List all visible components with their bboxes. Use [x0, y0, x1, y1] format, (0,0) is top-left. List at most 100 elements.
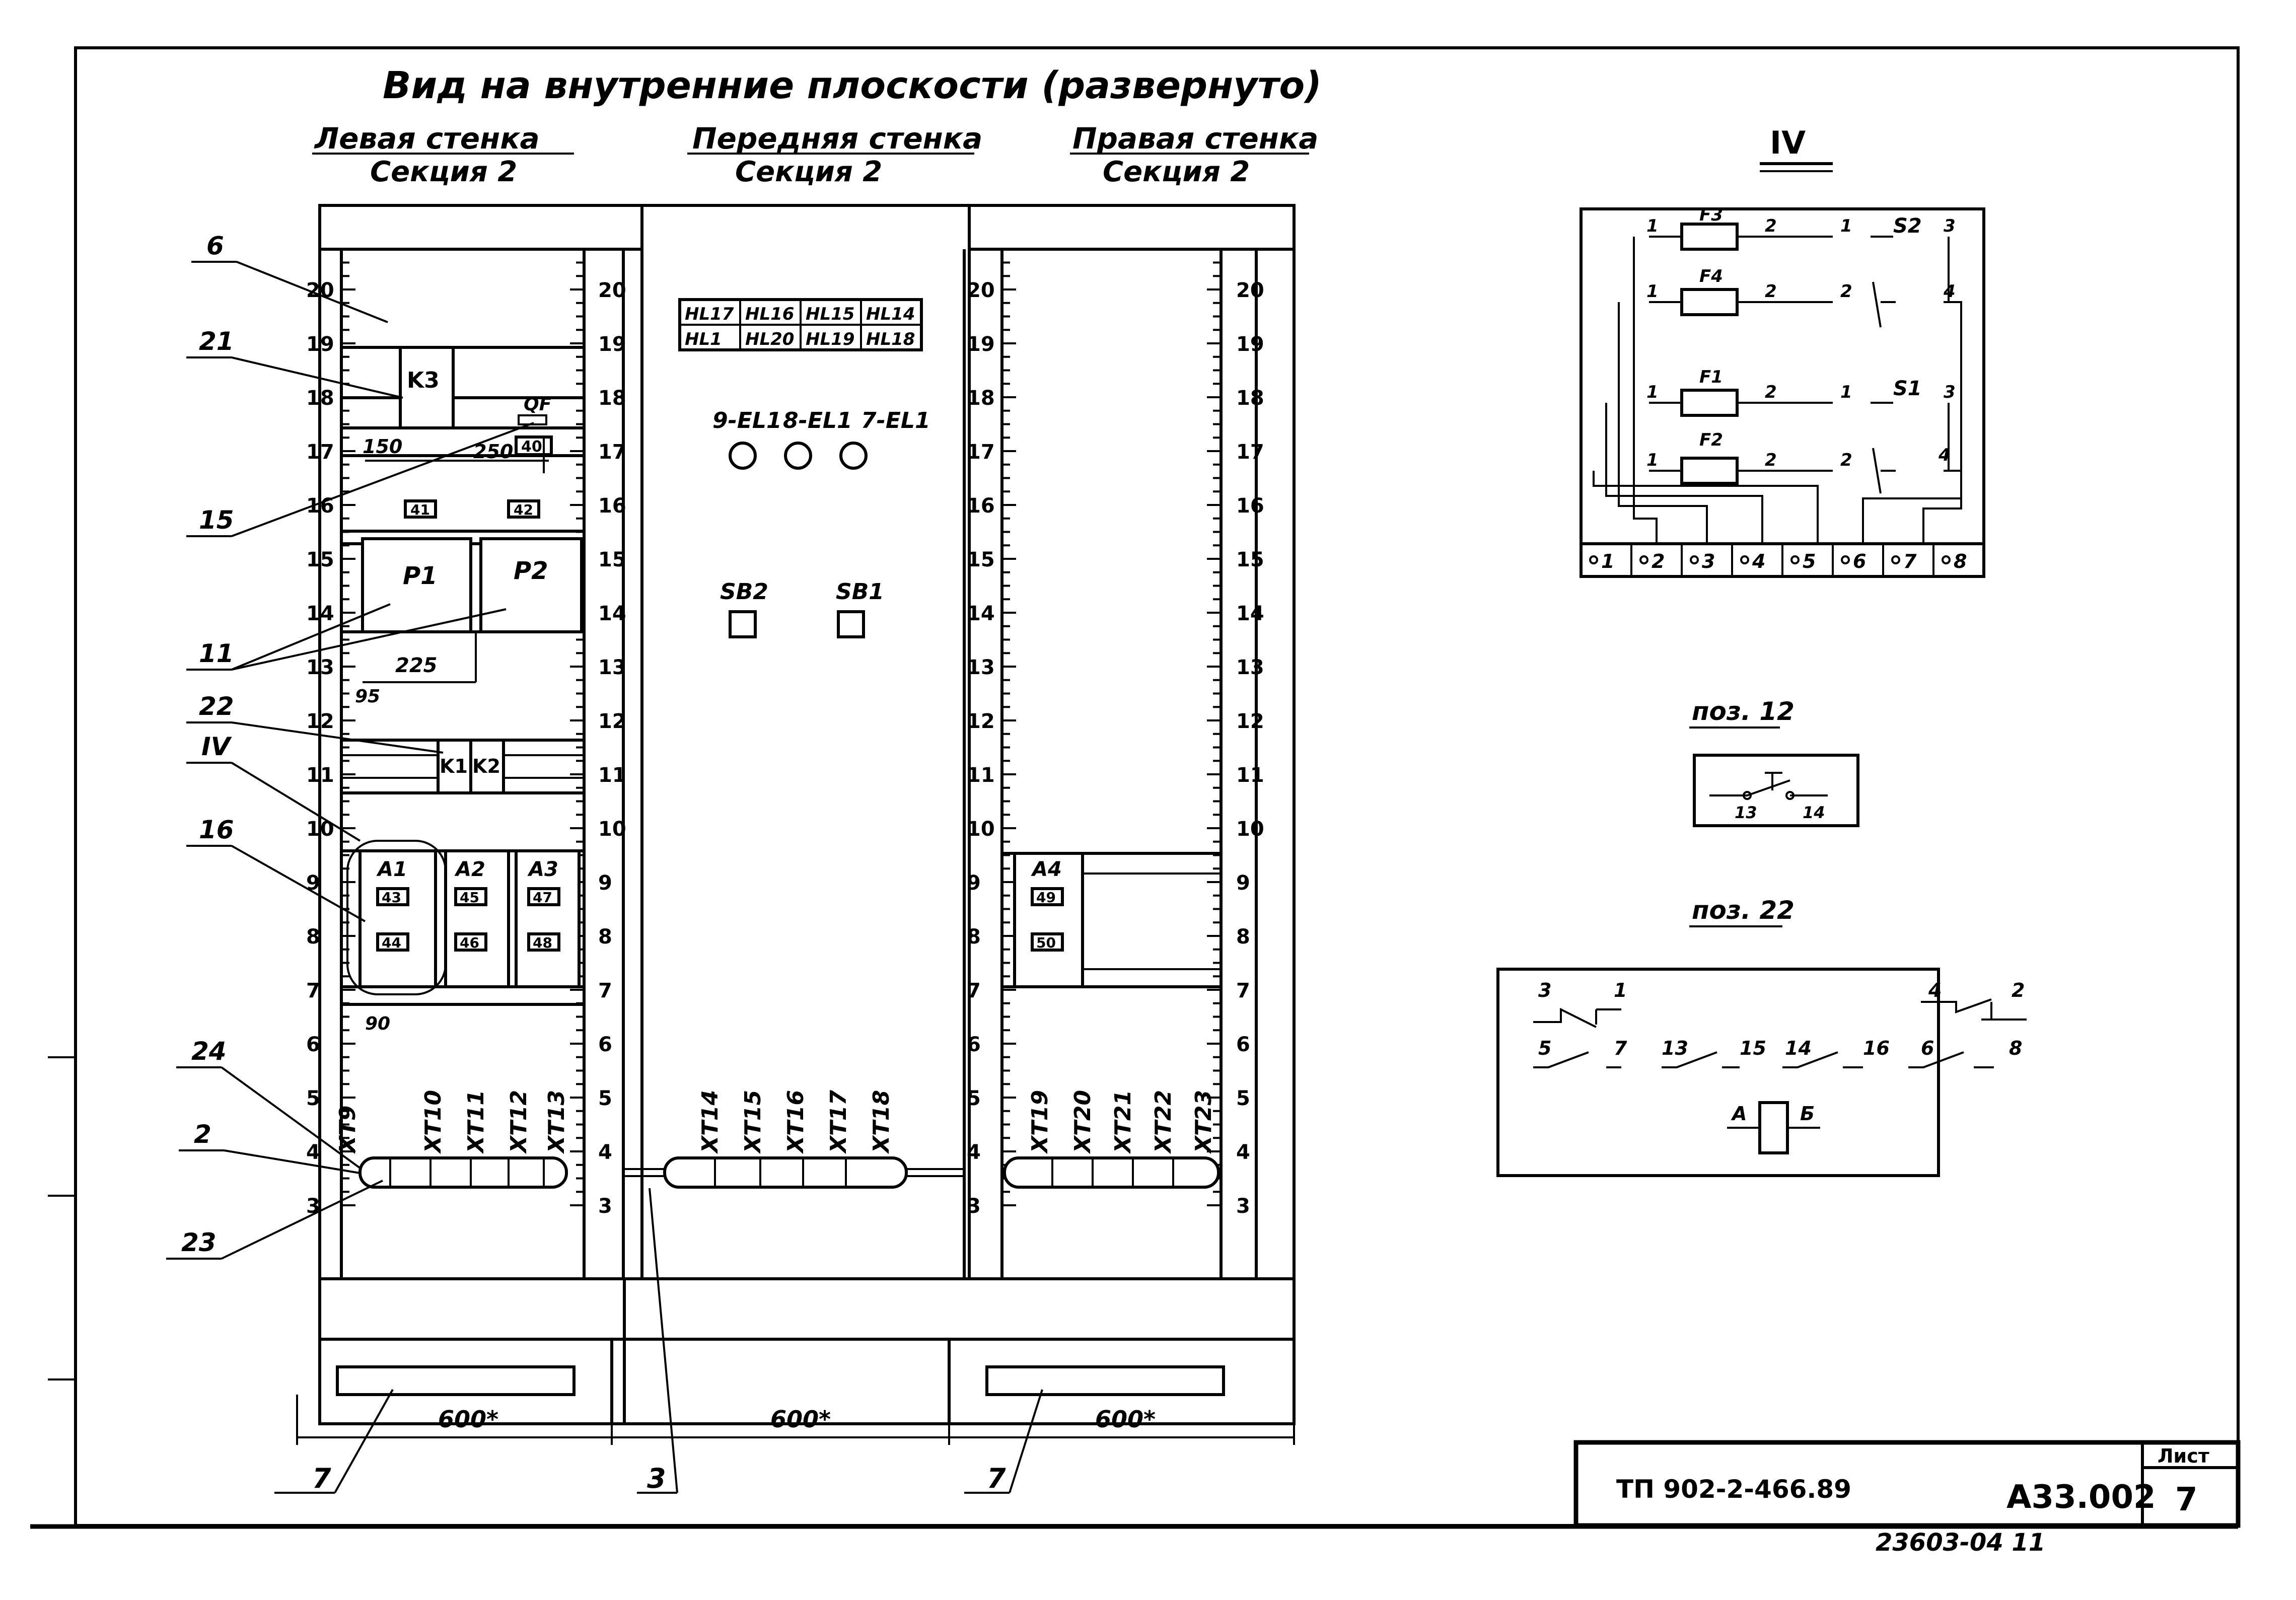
- terminal-number: 4: [1752, 550, 1765, 572]
- svg-text:24: 24: [191, 1037, 227, 1066]
- block-a4: [1013, 852, 1084, 988]
- sheet-number: 7: [2175, 1481, 2198, 1518]
- lamp-7-el1: [839, 442, 868, 470]
- svg-text:F1: F1: [1699, 367, 1723, 387]
- rail-mark: 15: [598, 548, 626, 571]
- svg-text:F2: F2: [1699, 430, 1723, 450]
- rail-mark: 15: [967, 548, 995, 571]
- svg-text:K3: K3: [407, 368, 440, 393]
- rail-mark: 4: [967, 1141, 981, 1164]
- svg-text:Левая стенка: Левая стенка: [314, 121, 540, 156]
- svg-text:43: 43: [382, 889, 401, 906]
- svg-text:S2: S2: [1893, 214, 1922, 238]
- svg-text:Секция 2: Секция 2: [370, 156, 517, 188]
- rail-mark: 10: [306, 818, 334, 841]
- rail-mark: 19: [598, 333, 626, 356]
- terminal-row-right: XT19 XT20 XT21 XT22 XT23: [1003, 1090, 1220, 1189]
- footer-note: 23603-04 11: [1876, 1529, 2045, 1557]
- svg-text:7: 7: [987, 1463, 1006, 1494]
- position-22-symbol: поз. 22 3 1 4 2 5 7 13 15 14 16 6 8 А Б: [1496, 896, 2027, 1177]
- svg-text:XT19: XT19: [1027, 1090, 1053, 1154]
- svg-text:QF: QF: [524, 394, 552, 415]
- svg-text:A2: A2: [454, 858, 485, 881]
- terminal-row-left: XT9 XT10 XT11 XT12 XT13: [335, 1090, 569, 1189]
- rail-mark: 18: [967, 387, 995, 410]
- rail-mark: 3: [598, 1195, 612, 1218]
- svg-text:46: 46: [460, 934, 479, 951]
- terminal-number: 7: [1903, 550, 1917, 572]
- front-wall-equipment: HL17 HL16 HL15 HL14 HL1 HL20 HL19 HL18 9…: [678, 298, 930, 638]
- svg-text:2: 2: [1765, 216, 1777, 236]
- rail-mark: 14: [598, 602, 626, 625]
- rail-mark: 14: [1236, 602, 1264, 625]
- terminal-number: 1: [1601, 550, 1614, 572]
- rail-mark: 10: [1236, 818, 1264, 841]
- rail-mark: 18: [598, 387, 626, 410]
- rail-mark: 16: [598, 494, 626, 518]
- svg-text:P2: P2: [514, 557, 548, 585]
- rail-mark: 5: [1236, 1087, 1250, 1110]
- rail-mark: 19: [306, 333, 334, 356]
- svg-text:22: 22: [199, 692, 234, 721]
- rail-mark: 19: [1236, 333, 1264, 356]
- svg-text:9-EL1: 9-EL1: [712, 408, 782, 433]
- terminal-pin: [1790, 555, 1800, 564]
- rail-mark: 13: [967, 656, 995, 679]
- svg-text:XT13: XT13: [544, 1090, 569, 1154]
- svg-text:13: 13: [1662, 1037, 1688, 1059]
- doc-number: ТП 902-2-466.89: [1616, 1475, 1851, 1504]
- svg-text:7: 7: [312, 1463, 331, 1494]
- svg-text:1: 1: [1646, 382, 1659, 402]
- rail-mark: 8: [598, 925, 612, 949]
- svg-text:4: 4: [1943, 281, 1956, 302]
- rail-mark: 3: [1236, 1195, 1250, 1218]
- terminal-number: 8: [1954, 550, 1967, 572]
- terminal-pin: [1589, 555, 1598, 564]
- rail-mark: 17: [1236, 441, 1264, 464]
- wall-header-front: Передняя стенка Секция 2: [687, 121, 982, 188]
- rail-mark: 12: [1236, 710, 1264, 733]
- svg-text:поз. 22: поз. 22: [1692, 896, 1795, 925]
- rail-mark: 9: [967, 871, 981, 895]
- svg-text:XT14: XT14: [697, 1090, 723, 1154]
- rail-mark: 13: [1236, 656, 1264, 679]
- rail-mark: 12: [598, 710, 626, 733]
- svg-text:А: А: [1731, 1103, 1747, 1125]
- svg-text:14: 14: [1803, 803, 1825, 822]
- svg-text:14: 14: [1785, 1037, 1812, 1059]
- svg-text:XT9: XT9: [335, 1105, 361, 1154]
- svg-text:HL17: HL17: [685, 304, 734, 324]
- svg-text:4: 4: [1938, 445, 1951, 465]
- rail-mark: 18: [1236, 387, 1264, 410]
- svg-text:XT10: XT10: [420, 1090, 446, 1154]
- svg-text:XT23: XT23: [1191, 1090, 1216, 1154]
- rail-mark: 11: [598, 764, 626, 787]
- wall-header-right: Правая стенка Секция 2: [1070, 121, 1318, 188]
- svg-text:SB1: SB1: [836, 579, 884, 605]
- terminal-pin: [1891, 555, 1900, 564]
- svg-text:16: 16: [199, 815, 234, 844]
- rail-mark: 18: [306, 387, 334, 410]
- svg-text:44: 44: [382, 934, 401, 951]
- svg-text:8: 8: [2009, 1037, 2022, 1059]
- svg-text:600*: 600*: [770, 1406, 831, 1433]
- detail-iv-outline: [346, 840, 447, 995]
- rail-mark: 7: [598, 979, 612, 1002]
- button-sb1: [837, 610, 865, 638]
- svg-text:SB2: SB2: [720, 579, 768, 605]
- rail-mark: 8: [306, 925, 320, 949]
- rail-mark: 4: [1236, 1141, 1250, 1164]
- svg-text:4: 4: [1928, 979, 1942, 1001]
- svg-text:HL14: HL14: [866, 304, 915, 324]
- rail-mark: 6: [306, 1033, 320, 1056]
- svg-text:250: 250: [473, 441, 513, 463]
- rail-mark: 5: [598, 1087, 612, 1110]
- rail-mark: 17: [306, 441, 334, 464]
- rail-mark: 10: [967, 818, 995, 841]
- rail-mark: 4: [598, 1141, 612, 1164]
- svg-text:Секция 2: Секция 2: [1103, 156, 1250, 188]
- svg-text:41: 41: [410, 501, 430, 518]
- svg-text:2: 2: [194, 1120, 211, 1149]
- rail-mark: 7: [1236, 979, 1250, 1002]
- svg-text:HL20: HL20: [745, 329, 794, 349]
